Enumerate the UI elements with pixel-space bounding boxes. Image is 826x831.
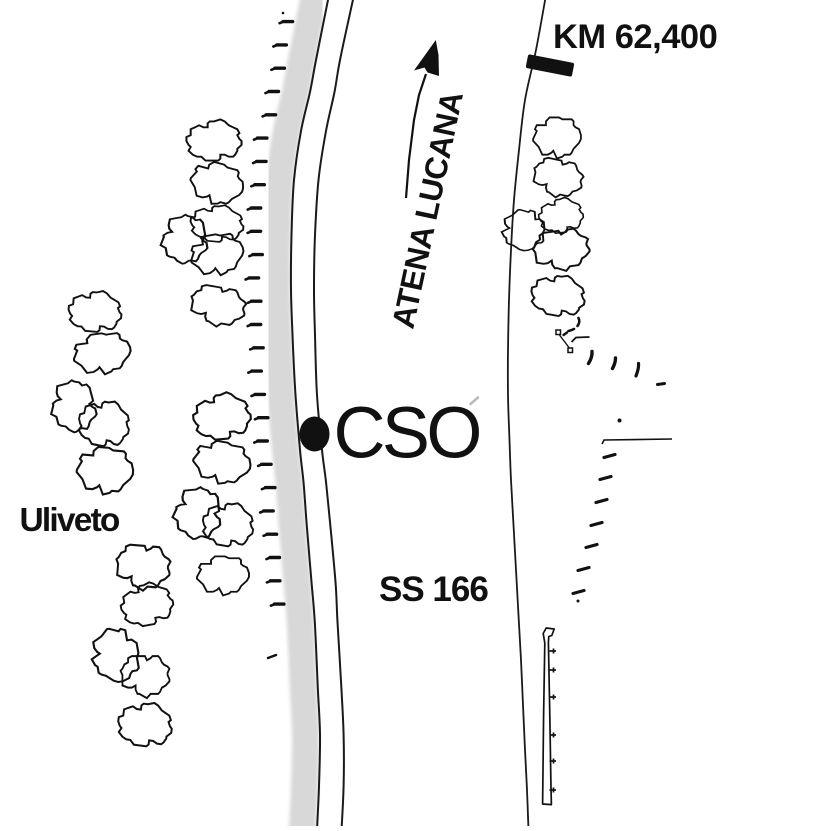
svg-text:KM 62,400: KM 62,400 bbox=[553, 18, 717, 56]
svg-text:CSO: CSO bbox=[334, 394, 480, 474]
svg-text:SS 166: SS 166 bbox=[379, 570, 488, 609]
svg-text:Uliveto: Uliveto bbox=[20, 502, 120, 539]
